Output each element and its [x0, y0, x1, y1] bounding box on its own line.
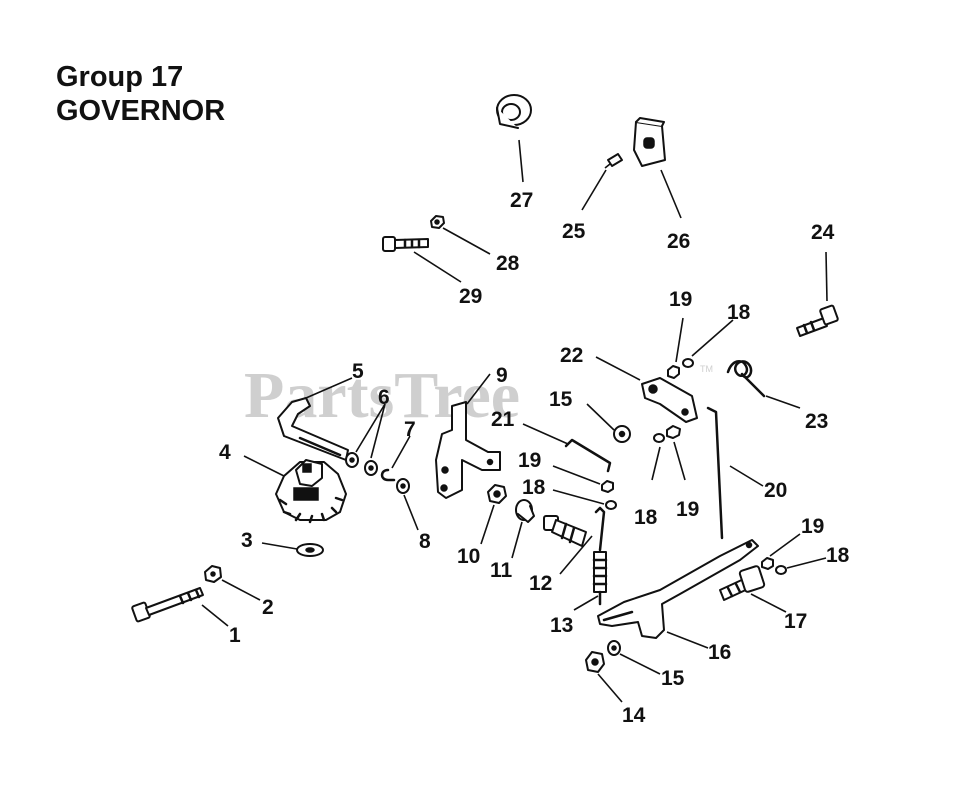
part-8-washer[interactable]: [396, 478, 410, 494]
part-18-washer-a[interactable]: [682, 358, 694, 368]
callout-18-mid: 18: [634, 506, 658, 529]
part-20-rod[interactable]: [706, 406, 724, 540]
callout-12: 12: [529, 572, 552, 595]
part-25-screw[interactable]: [604, 153, 623, 169]
callout-23: 23: [805, 410, 828, 433]
part-28-nut[interactable]: [430, 215, 445, 229]
callout-2: 2: [262, 596, 274, 619]
part-14-nut[interactable]: [585, 651, 605, 673]
part-1-bolt[interactable]: [131, 587, 204, 623]
group-label: Group 17: [56, 61, 184, 93]
callout-14: 14: [622, 704, 646, 727]
callout-20: 20: [764, 479, 787, 502]
callout-3: 3: [241, 529, 253, 552]
part-17-bolt[interactable]: [719, 565, 766, 601]
callout-15-upper: 15: [549, 388, 573, 411]
part-23-spring[interactable]: [726, 359, 766, 398]
callout-15-lower: 15: [661, 667, 685, 690]
part-15-washer-lower[interactable]: [607, 640, 621, 656]
part-27-seal[interactable]: [496, 94, 532, 129]
callout-19-right: 19: [801, 515, 824, 538]
callout-18-right: 18: [826, 544, 850, 567]
callout-labels: 27 25 26 28 29 24 19 18 22 23 15 18 19 2…: [219, 189, 850, 727]
section-label: GOVERNOR: [56, 95, 226, 127]
diagram-title: Group 17 GOVERNOR: [56, 60, 225, 128]
callout-21: 21: [491, 408, 515, 431]
part-2-nut[interactable]: [204, 565, 222, 583]
part-15-nut-upper[interactable]: [613, 425, 631, 443]
callout-22: 22: [560, 344, 583, 367]
part-5-shaft[interactable]: [277, 397, 349, 461]
part-6-washers[interactable]: [345, 452, 378, 476]
part-3-washer[interactable]: [296, 543, 324, 557]
part-19-nut-c[interactable]: [601, 480, 614, 493]
part-19-nut-b[interactable]: [666, 425, 681, 439]
part-13-spring[interactable]: [592, 506, 608, 606]
callout-7: 7: [404, 418, 416, 441]
callout-8: 8: [419, 530, 431, 553]
callout-19-center: 19: [518, 449, 541, 472]
callout-29: 29: [459, 285, 482, 308]
part-19-nut-d[interactable]: [761, 557, 774, 570]
callout-17: 17: [784, 610, 807, 633]
part-4-gear[interactable]: [275, 459, 347, 524]
part-18-washer-b[interactable]: [653, 433, 665, 443]
callout-24: 24: [811, 221, 835, 244]
callout-13: 13: [550, 614, 573, 637]
part-10-nut[interactable]: [487, 484, 507, 504]
callout-19-top: 19: [669, 288, 692, 311]
part-29-bolt[interactable]: [382, 236, 429, 252]
part-19-nut-a[interactable]: [667, 365, 680, 379]
part-18-washer-d[interactable]: [775, 565, 787, 575]
callout-6: 6: [378, 386, 390, 409]
part-22-lever-bracket[interactable]: [641, 377, 698, 423]
callout-18-center: 18: [522, 476, 546, 499]
callout-28: 28: [496, 252, 520, 275]
callout-9: 9: [496, 364, 508, 387]
part-12-bolt[interactable]: [543, 515, 587, 547]
callout-10: 10: [457, 545, 480, 568]
callout-11: 11: [490, 559, 513, 582]
part-11-bushing[interactable]: [515, 499, 535, 523]
part-26-bracket[interactable]: [633, 117, 666, 167]
part-16-lever[interactable]: [597, 539, 759, 639]
leader-lines: [201, 139, 828, 703]
callout-4: 4: [219, 441, 231, 464]
callout-19-mid: 19: [676, 498, 699, 521]
callout-16: 16: [708, 641, 731, 664]
callout-26: 26: [667, 230, 690, 253]
callout-27: 27: [510, 189, 533, 212]
part-18-washer-c[interactable]: [605, 500, 617, 510]
callout-25: 25: [562, 220, 586, 243]
part-7-clip[interactable]: [380, 468, 396, 482]
callout-18-top: 18: [727, 301, 751, 324]
callout-1: 1: [229, 624, 241, 647]
callout-5: 5: [352, 360, 364, 383]
part-21-link[interactable]: [564, 438, 612, 473]
part-24-bolt[interactable]: [796, 304, 839, 337]
part-9-governor-arm[interactable]: [435, 401, 501, 499]
